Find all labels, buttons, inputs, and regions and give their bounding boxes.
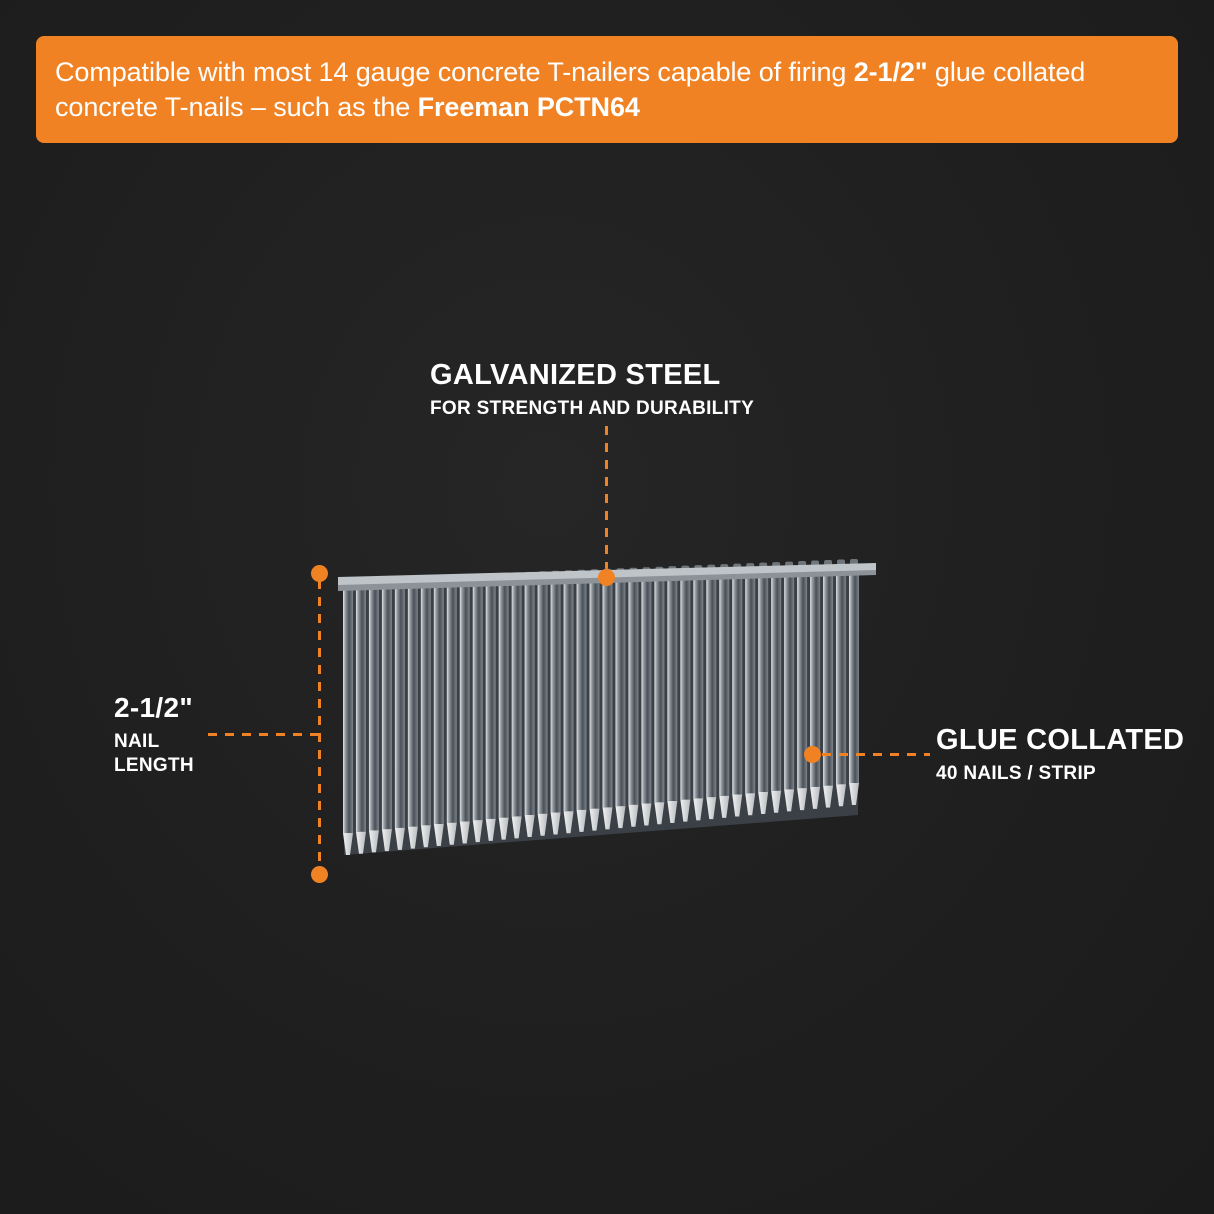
- length-top-marker: [311, 565, 328, 582]
- collation-callout-subtitle: 40 NAILS / STRIP: [936, 763, 1097, 784]
- length-leader-line: [208, 733, 320, 736]
- material-leader-line: [605, 426, 608, 572]
- banner-text: glue collated concrete T-nails – such as…: [55, 57, 1086, 122]
- material-callout-subtitle: FOR STRENGTH AND DURABILITY: [430, 398, 755, 419]
- banner-length-highlight: 2-1/2": [853, 57, 928, 87]
- length-dimension-line: [318, 580, 321, 870]
- length-bottom-marker: [311, 866, 328, 883]
- nail-strip-image: [338, 559, 876, 855]
- material-callout-title: GALVANIZED STEEL: [430, 359, 721, 391]
- collation-callout-title: GLUE COLLATED: [936, 724, 1185, 756]
- compatibility-banner: Compatible with most 14 gauge concrete T…: [36, 36, 1178, 143]
- material-marker: [598, 569, 615, 586]
- banner-text: Compatible with most 14 gauge concrete T…: [55, 57, 854, 87]
- collation-leader-line: [822, 753, 930, 756]
- length-callout-title: 2-1/2": [114, 692, 193, 723]
- banner-model-highlight: Freeman PCTN64: [417, 92, 640, 122]
- collation-marker: [804, 746, 821, 763]
- length-callout-subtitle-line2: LENGTH: [114, 755, 194, 776]
- length-callout-subtitle-line1: NAIL: [114, 731, 160, 752]
